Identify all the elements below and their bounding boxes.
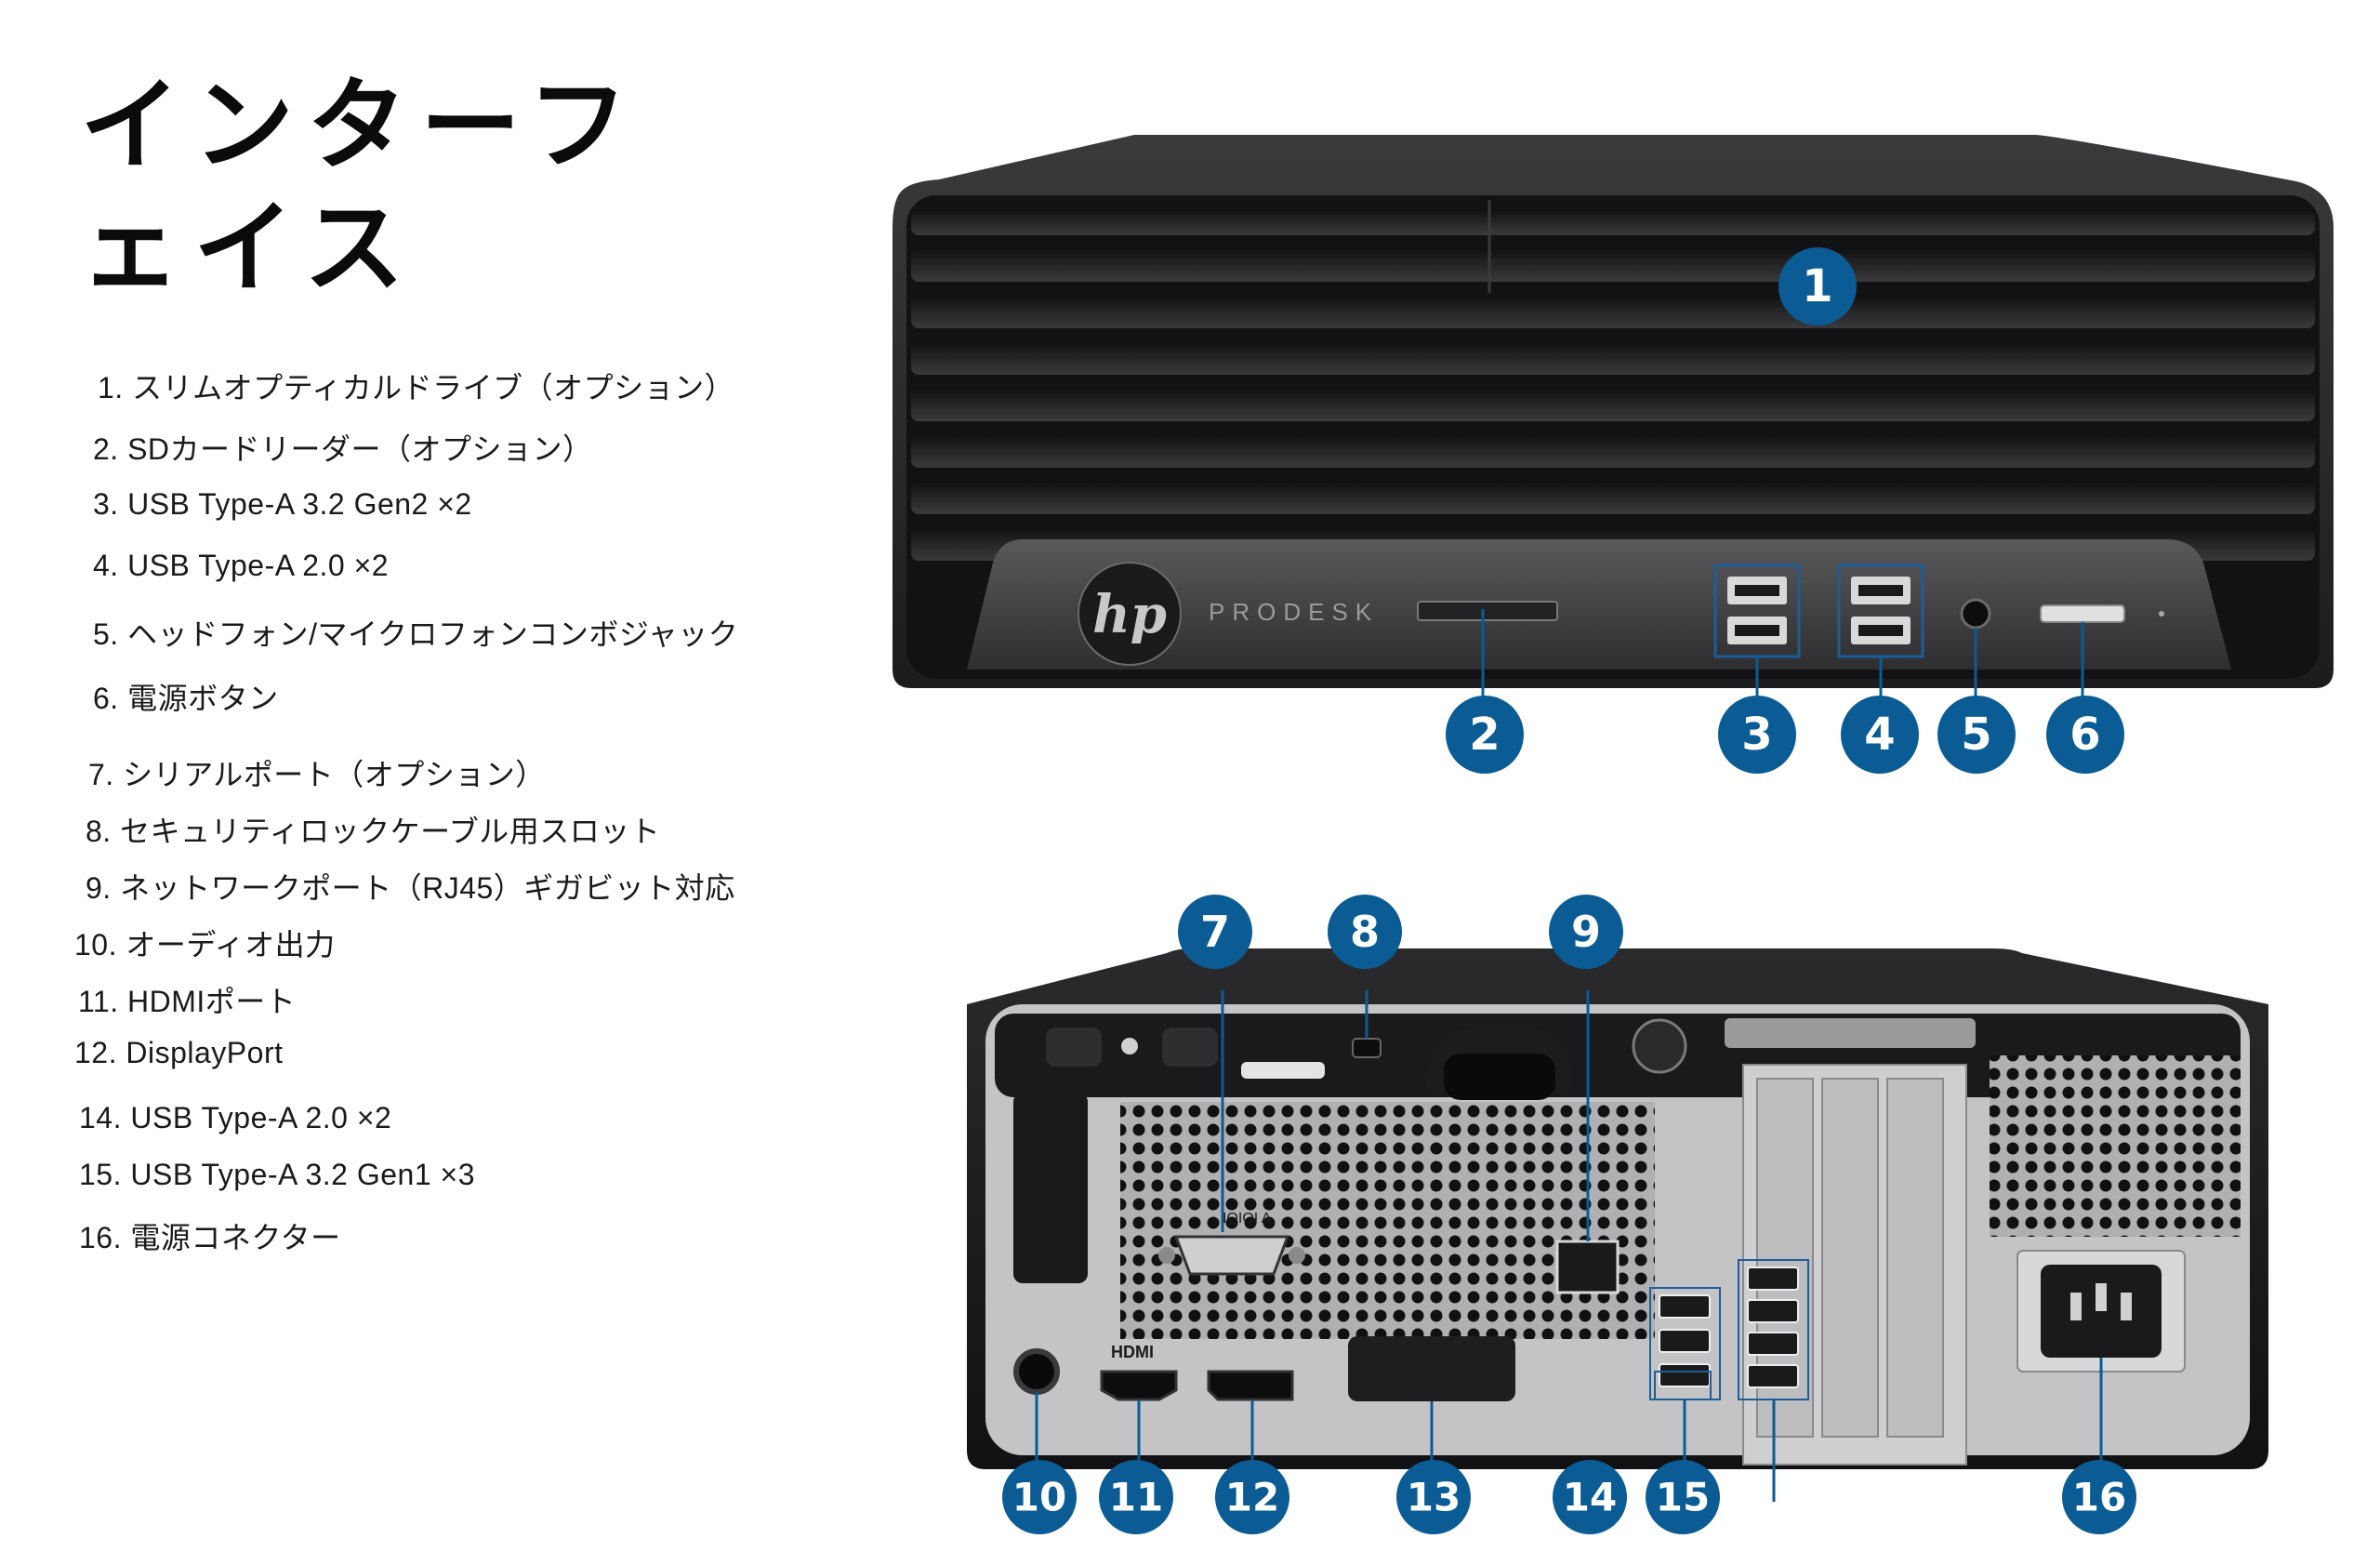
rear-chassis: IOIOI A HDMI <box>967 948 2268 1469</box>
serial-label: IOIOI A <box>1223 1211 1272 1227</box>
feature-item: 12. DisplayPort <box>74 1036 284 1069</box>
displayport-port <box>1207 1370 1294 1401</box>
model-label: PRODESK <box>1209 598 1379 626</box>
feature-item: 7. シリアルポート（オプション） <box>88 758 546 791</box>
rear-knockout-1 <box>1046 1028 1102 1067</box>
thumbscrew <box>1632 1018 1687 1074</box>
feature-item: 8. セキュリティロックケーブル用スロット <box>86 815 661 848</box>
serial-port: IOIOI A <box>1158 1211 1305 1276</box>
usb-3-2-gen2-ports <box>1713 564 1801 658</box>
hdmi-port <box>1100 1370 1178 1401</box>
rj45-port <box>1555 1240 1620 1294</box>
feature-item: 4. USB Type-A 2.0 ×2 <box>93 549 390 582</box>
rear-vent-grille <box>1120 1102 1655 1339</box>
sd-card-slot <box>1417 601 1558 621</box>
module-cover <box>1348 1336 1515 1401</box>
audio-out-jack <box>1013 1348 1060 1395</box>
feature-item: 15. USB Type-A 3.2 Gen1 ×3 <box>79 1158 476 1191</box>
front-view-illustration: hp PRODESK <box>892 135 2334 702</box>
rear-handle <box>1013 1093 1088 1283</box>
feature-item: 6. 電源ボタン <box>93 682 279 715</box>
feature-item: 14. USB Type-A 2.0 ×2 <box>79 1101 392 1134</box>
front-callouts <box>1481 609 2084 702</box>
headphone-jack <box>1960 598 1991 630</box>
usb-2-0-ports <box>1837 564 1924 658</box>
page-title: インターフェイス <box>80 68 641 307</box>
power-button <box>2040 604 2125 623</box>
hp-logo <box>1078 562 1182 666</box>
feature-item: 16. 電源コネクター <box>79 1221 341 1254</box>
rear-screw <box>1121 1038 1138 1054</box>
hp-logo-text: hp <box>1092 584 1167 645</box>
rear-knockout-2 <box>1162 1028 1218 1067</box>
feature-item: 5. ヘッドフォン/マイクロフォンコンボジャック <box>93 617 739 651</box>
feature-item: 10. オーディオ出力 <box>74 928 336 962</box>
feature-item: 9. ネットワークポート（RJ45）ギガビット対応 <box>86 871 735 905</box>
rear-latch <box>1241 1062 1325 1079</box>
usb-rear-ports <box>1649 1259 1809 1400</box>
expansion-slot-bracket <box>1725 1018 1976 1048</box>
security-lock-slot <box>1352 1038 1382 1058</box>
rear-view-illustration: IOIOI A HDMI <box>967 948 2268 1502</box>
hdmi-label: HDMI <box>1111 1343 1154 1361</box>
front-chassis: hp PRODESK <box>892 135 2334 688</box>
feature-item: 11. HDMIポート <box>78 985 297 1018</box>
front-io-bezel <box>967 539 2231 670</box>
psu-fan-grille <box>1990 1055 2241 1237</box>
feature-item: 2. SDカードリーダー（オプション） <box>93 432 593 466</box>
feature-item: 1. スリムオプティカルドライブ（オプション） <box>98 371 735 405</box>
feature-item: 3. USB Type-A 3.2 Gen2 ×2 <box>93 487 472 521</box>
power-led <box>2159 611 2164 617</box>
